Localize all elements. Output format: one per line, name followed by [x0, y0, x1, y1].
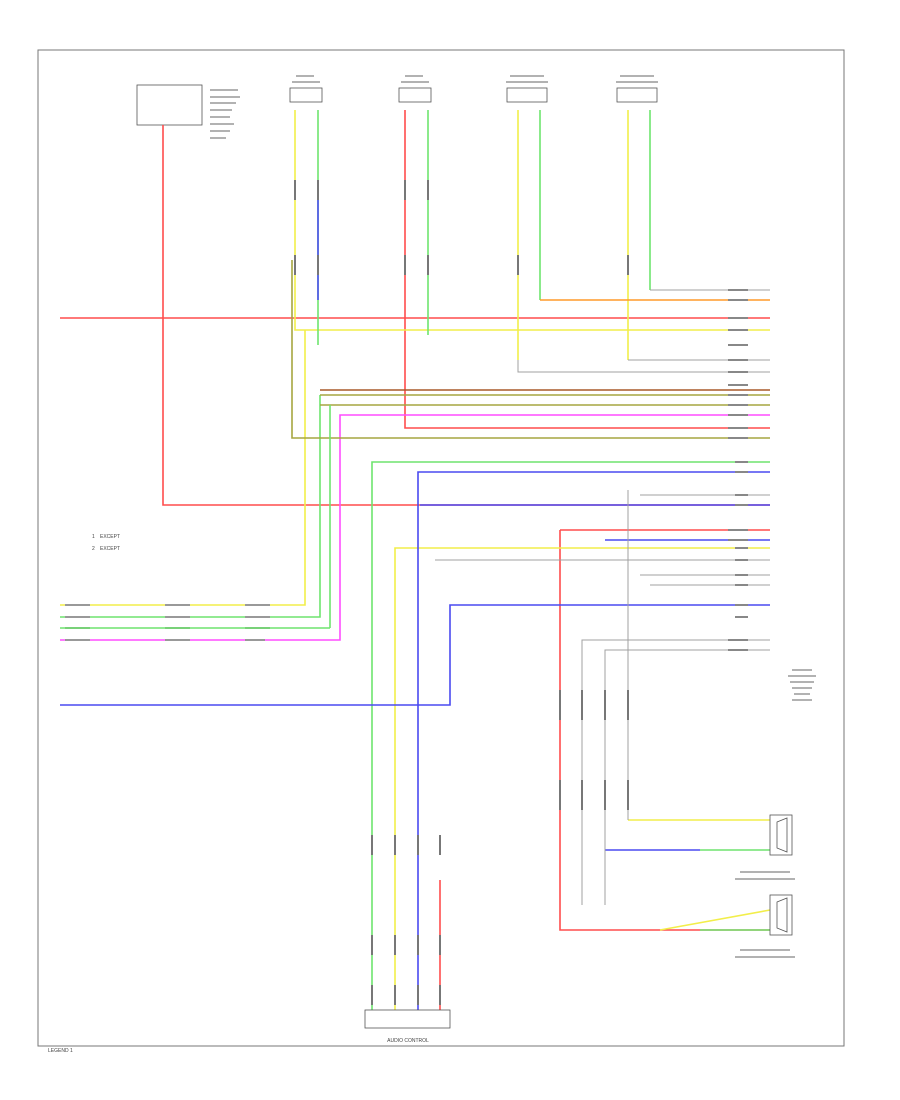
- fuse-box: [136, 84, 203, 126]
- legend: 1 EXCEPT 2 EXCEPT: [92, 534, 120, 552]
- legend-item-1: 1: [92, 534, 95, 540]
- right-terminal-labels: [728, 289, 748, 651]
- top-connector-titles: [292, 75, 658, 83]
- brown-orange-wires: [320, 299, 770, 391]
- module-label-right: [788, 669, 816, 701]
- green-wires: [60, 110, 770, 1010]
- legend-item-2: 2: [92, 546, 95, 552]
- audio-control-title: AUDIO CONTROL: [387, 1038, 429, 1044]
- magenta-wires: [60, 414, 770, 641]
- top-connectors: [289, 87, 658, 103]
- speaker-rear-left: [769, 814, 793, 856]
- olive-wires: [291, 260, 770, 439]
- gray-wires: [435, 289, 770, 905]
- blue-wires: [60, 180, 770, 1010]
- speaker-labels: [735, 871, 795, 958]
- diagram-frame: [37, 49, 845, 1047]
- legend-text-2: EXCEPT: [100, 546, 120, 552]
- left-connector-rows: [65, 604, 270, 641]
- fuse-box-notes: [210, 89, 240, 139]
- audio-control-module: [364, 1009, 451, 1029]
- legend-text-1: EXCEPT: [100, 534, 120, 540]
- wire-connector-marks: [294, 180, 629, 1005]
- diagram-id: LEGEND 1: [48, 1048, 73, 1054]
- speaker-rear-right: [769, 894, 793, 936]
